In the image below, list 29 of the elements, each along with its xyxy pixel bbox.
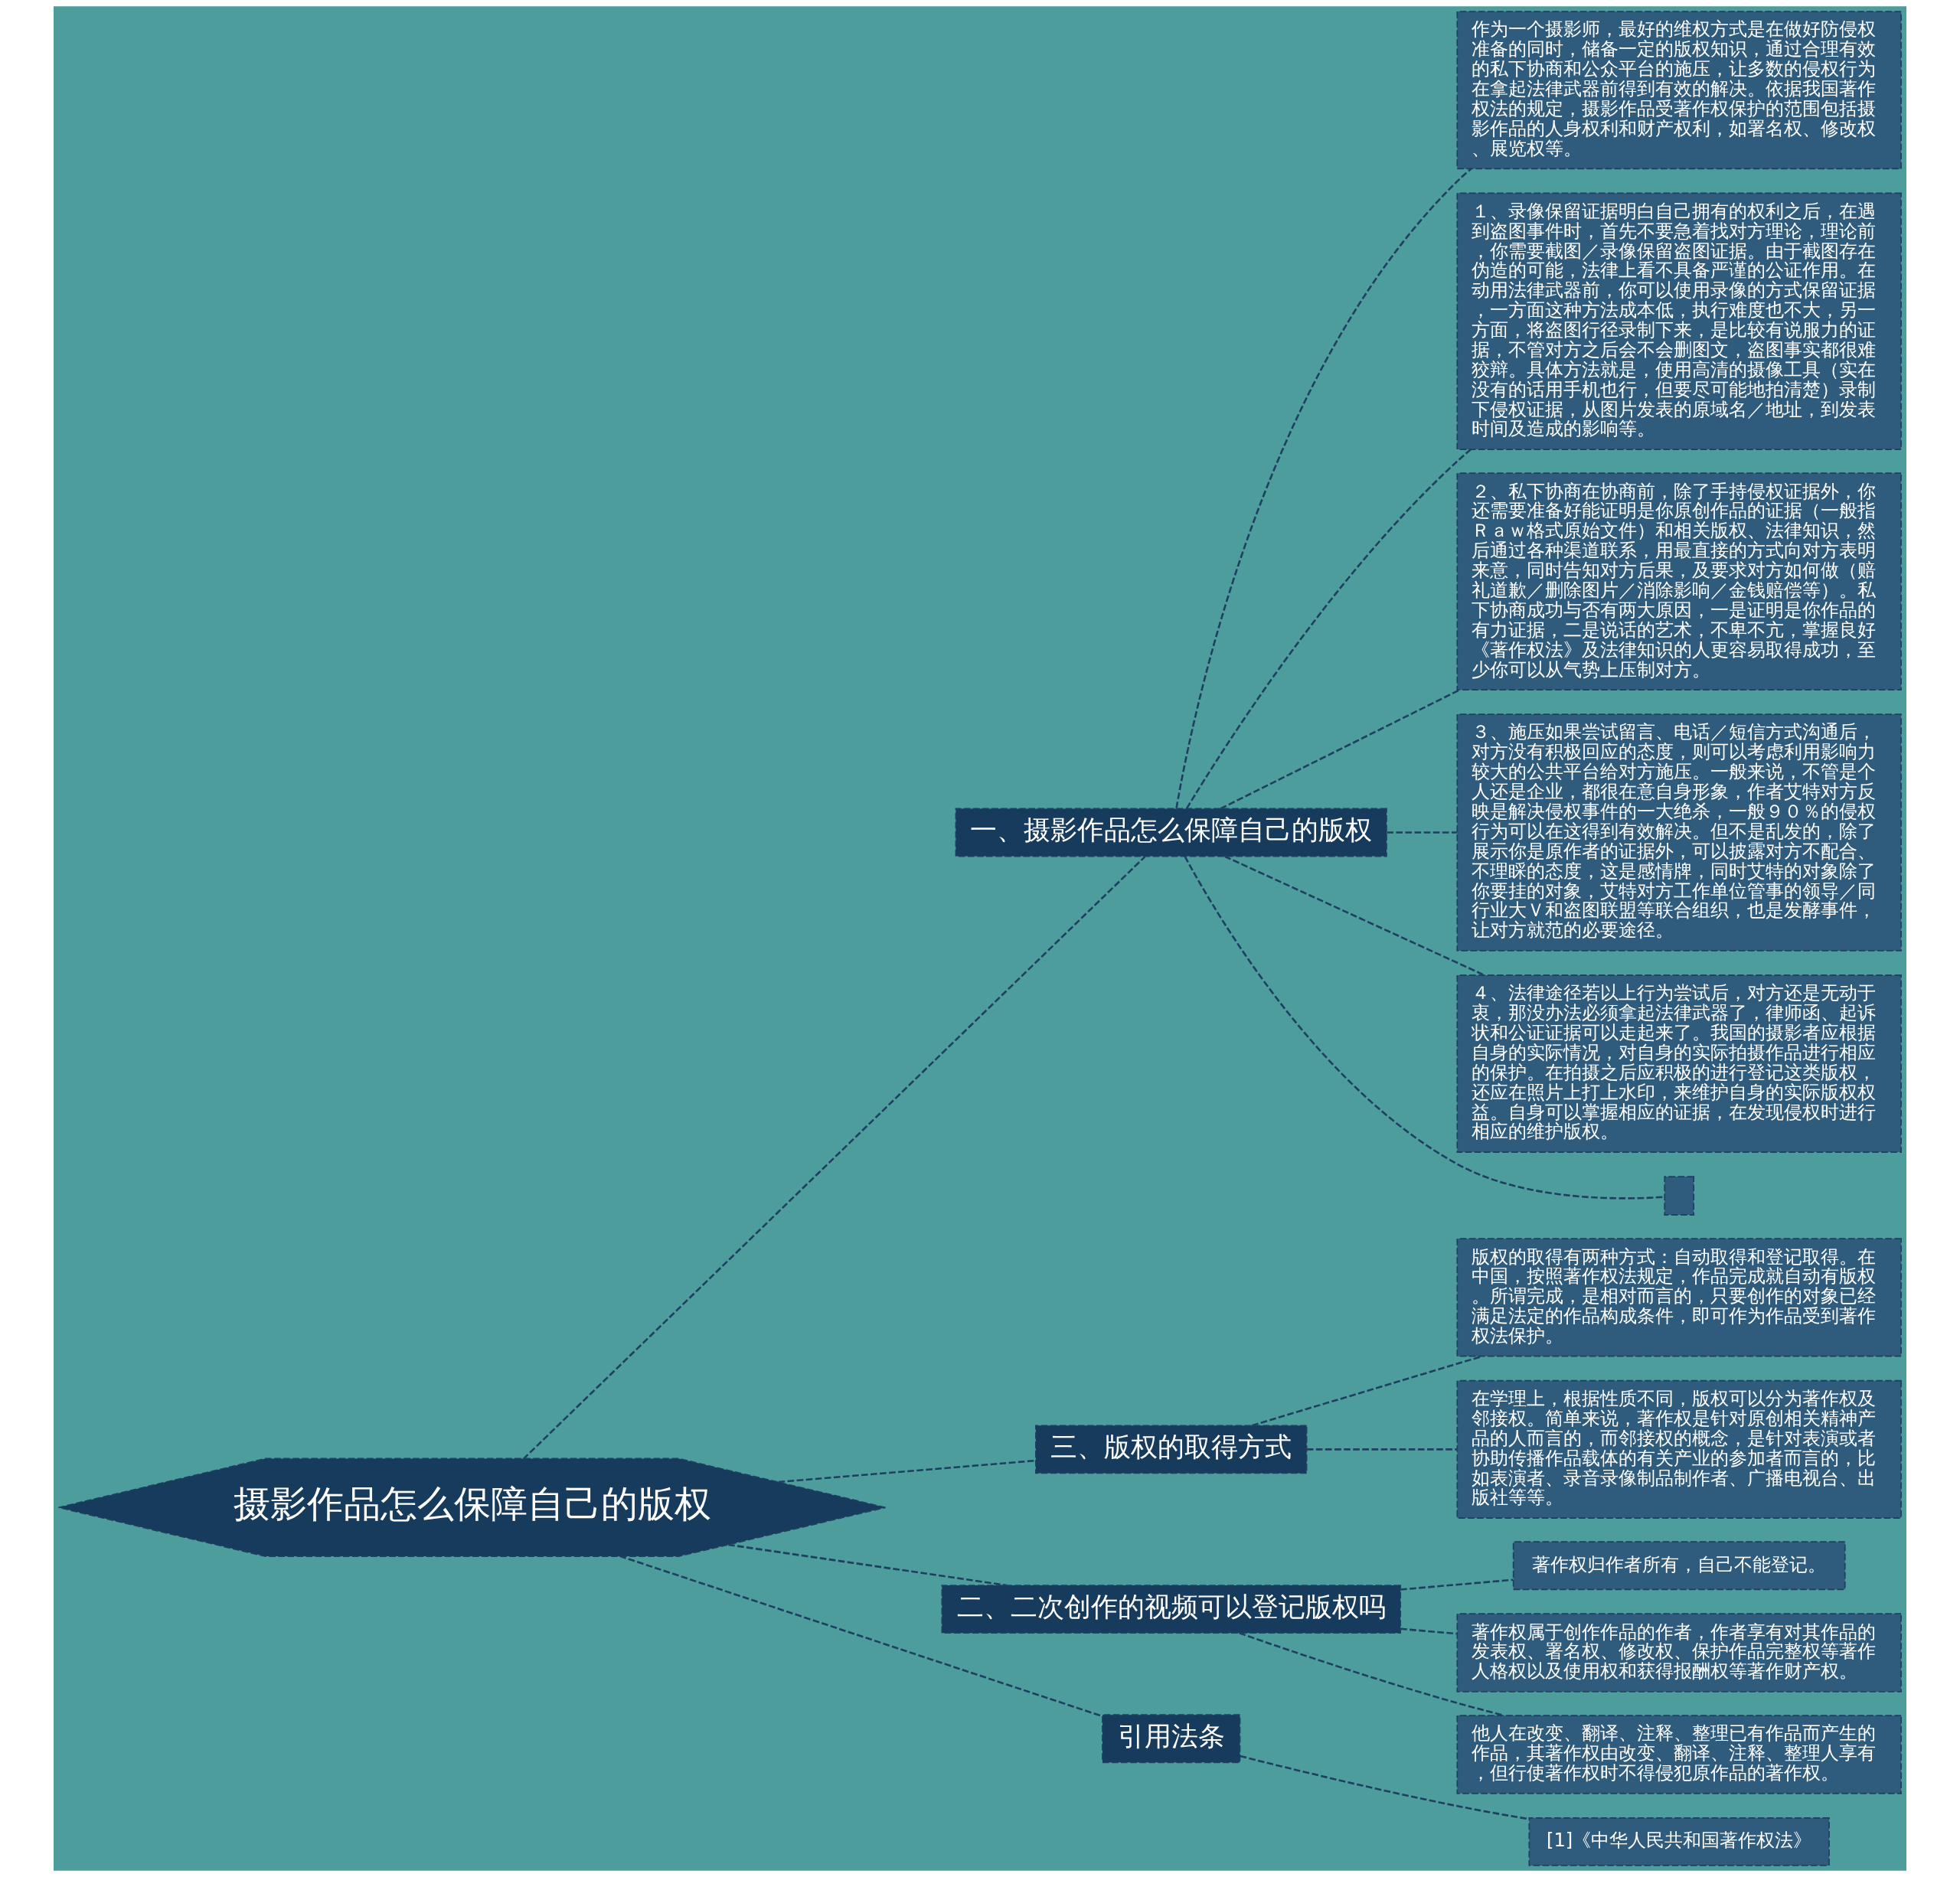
connector	[1220, 689, 1460, 810]
connector	[1184, 856, 1664, 1200]
connector	[1224, 855, 1485, 976]
connector	[1400, 1627, 1458, 1635]
node-box: ３、施压如果尝试留言、电话／短信方式沟通后，对方没有积极回应的态度，则可以考虑利用影响力较大的公共平台给对方施压。一般来说，不管是个人还是企业，都很在意自身形象，作者艾特对方反映是解决侵权事件的一大绝杀，一般９０％的侵权行为可以在这得到有效解决。但不是乱发的，除了展示你是原作者的证据外，可以披露对方不配合、不理睬的态度，这是感情牌，同时艾特的对象除了你要挂的对象，艾特对方工作单位管事的领导／同行业大Ｖ和盗图联盟等联合组织，也是发酵事件，让对方就范的必要途径。	[1456, 713, 1902, 952]
node-box: ２、私下协商在协商前，除了手持侵权证据外，你还需要准备好能证明是你原创作品的证据（一般指Ｒａｗ格式原始文件）和相关版权、法律知识，然后通过各种渠道联系，用最直接的方式向对方表明来意，同时告知对方后果，及要求对方如何做（赔礼道歉／删除图片／消除影响／金钱赔偿等）。私下协商成功与否有两大原因，一是证明是你作品的有力证据，二是说话的艺术，不卑不亢，掌握良好《著作权法》及法律知识的人更容易取得成功，至少你可以从气势上压制对方。	[1456, 472, 1902, 691]
node-box: 作为一个摄影师，最好的维权方式是在做好防侵权准备的同时，储备一定的版权知识，通过合理有效的私下协商和公众平台的施压，让多数的侵权行为在拿起法律武器前得到有效的解决。依据我国著作权法的规定，摄影作品受著作权保护的范围包括摄影作品的人身权利和财产权利，如署名权、修改权、展览权等。	[1456, 11, 1902, 170]
connector	[522, 856, 1146, 1460]
node-box: 二、二次创作的视频可以登记版权吗	[941, 1585, 1401, 1634]
node-box: 版权的取得有两种方式：自动取得和登记取得。在中国，按照著作权法规定，作品完成就自动有版权。所谓完成，是相对而言的，只要创作的对象已经满足法定的作品构成条件，即可作为作品受到著作权法保护。	[1456, 1238, 1902, 1357]
connector	[1400, 1578, 1514, 1591]
connector	[1307, 1448, 1457, 1451]
node-box: 三、版权的取得方式	[1035, 1425, 1308, 1474]
node-box: ４、法律途径若以上行为尝试后，对方还是无动于衷，那没办法必须拿起法律武器了，律师函、起诉状和公证证据可以走起来了。我国的摄影者应根据自身的实际情况，对自身的实际拍摄作品进行相应的保护。在拍摄之后应积极的进行登记这类版权，还应在照片上打上水印，来维护自身的实际版权权益。自身可以掌握相应的证据，在发现侵权时进行相应的维护版权。	[1456, 974, 1902, 1153]
node-box	[1664, 1176, 1695, 1216]
connector	[1175, 168, 1472, 808]
node-box: 引用法条	[1102, 1714, 1241, 1764]
node-box: 在学理上，根据性质不同，版权可以分为著作权及邻接权。简单来说，著作权是针对原创相关精神产品的人而言的，而邻接权的概念，是针对表演或者协助传播作品载体的有关产业的参加者而言的，比如表演者、录音录像制品制作者、广播电视台、出版社等等。	[1456, 1379, 1902, 1519]
connector	[1185, 449, 1472, 809]
connector	[728, 1543, 1008, 1587]
node-box: 他人在改变、翻译、注释、整理已有作品而产生的作品，其著作权由改变、翻译、注释、整理人享有，但行使著作权时不得侵犯原作品的著作权。	[1456, 1715, 1902, 1794]
connector	[778, 1459, 1036, 1484]
node-box: 著作权归作者所有，自己不能登记。	[1512, 1541, 1846, 1591]
node-box: 一、摄影作品怎么保障自己的版权	[955, 808, 1387, 857]
node-box: 著作权属于创作作品的作者，作者享有对其作品的发表权、署名权、修改权、保护作品完整权等著作人格权以及使用权和获得报酬权等著作财产权。	[1456, 1613, 1902, 1693]
node-box: [1]《中华人民共和国著作权法》	[1528, 1817, 1830, 1866]
node-box: １、录像保留证据明白自己拥有的权利之后，在遇到盗图事件时，首先不要急着找对方理论，理论前，你需要截图／录像保留盗图证据。由于截图存在伪造的可能，法律上看不具备严谨的公证作用。在动用法律武器前，你可以使用录像的方式保留证据，一方面这种方法成本低，执行难度也不大，另一方面，将盗图行径录制下来，是比较有说服力的证据，不管对方之后会不会删图文，盗图事实都很难狡辩。具体方法就是，使用高清的摄像工具（实在没有的话用手机也行，但要尽可能地拍清楚）录制下侵权证据，从图片发表的原域名／地址，到发表时间及造成的影响等。	[1456, 192, 1902, 450]
connector	[1240, 1755, 1529, 1820]
connector	[1387, 831, 1458, 834]
